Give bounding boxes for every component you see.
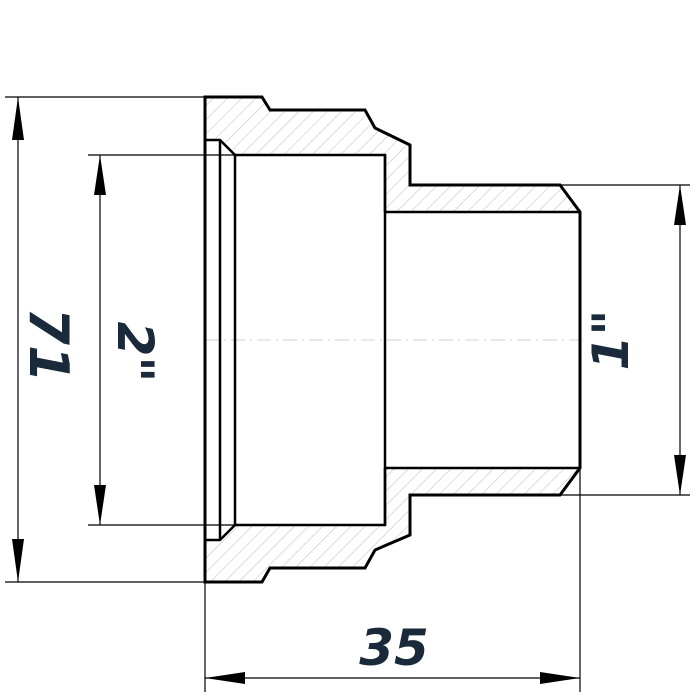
section-hatching — [205, 97, 580, 582]
dimension-35-label: 35 — [359, 619, 429, 677]
lower-wall-hatch — [205, 468, 580, 582]
dimension-1-inch: 1" — [582, 185, 686, 495]
dimension-1-inch-label: 1" — [582, 310, 640, 371]
dimension-2-inch-label: 2" — [106, 322, 164, 383]
dimension-2-inch: 2" — [94, 155, 164, 525]
extension-lines — [5, 96, 690, 692]
dimension-71: 71 — [12, 97, 80, 582]
fitting-body — [203, 95, 582, 584]
dimension-35: 35 — [205, 619, 580, 684]
dimension-71-label: 71 — [17, 307, 80, 382]
upper-wall-hatch — [205, 97, 580, 212]
